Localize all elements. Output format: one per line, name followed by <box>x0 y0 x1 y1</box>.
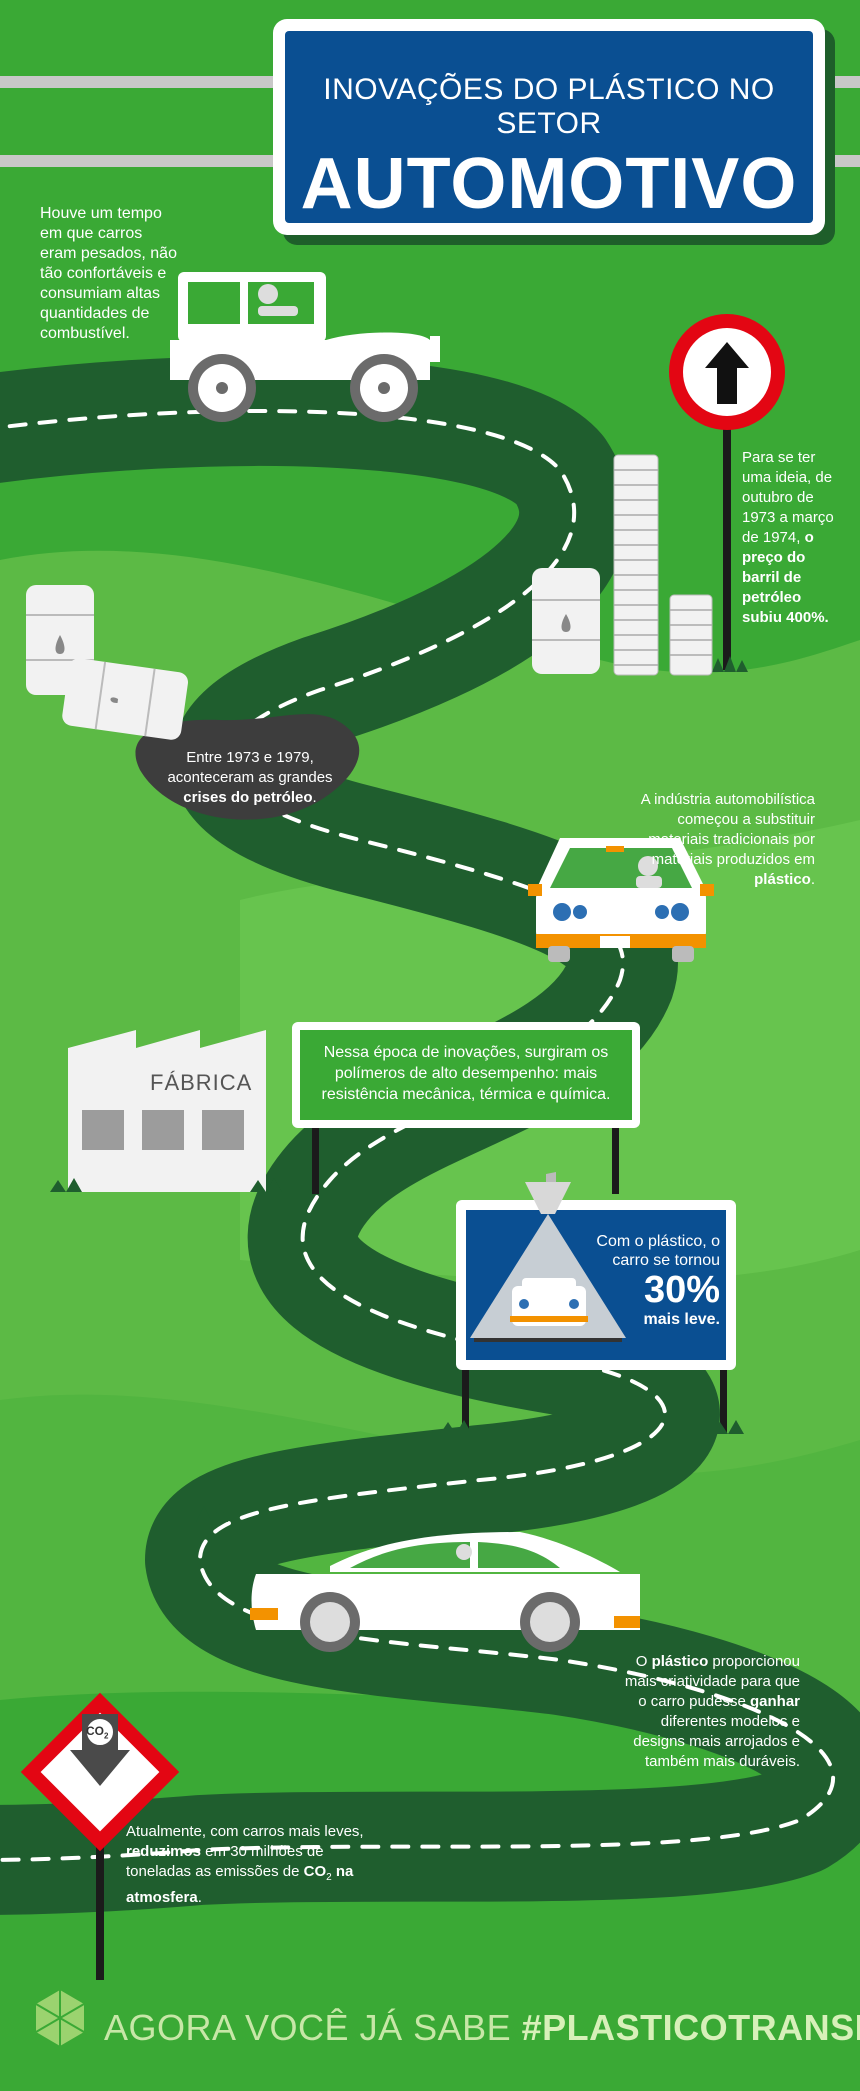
hexagon-logo-icon <box>35 1990 85 2046</box>
road-sign-arrow-icon <box>669 314 785 672</box>
grass-tuft <box>196 1504 228 1522</box>
oil-barrel-icon <box>532 568 600 674</box>
intro-text: Houve um tempo em que carros eram pesado… <box>40 205 177 342</box>
title-line-2: AUTOMOTIVO <box>300 144 798 224</box>
modern-car-icon <box>528 838 714 962</box>
polymers-billboard: Nessa época de inovações, surgiram os po… <box>292 1022 640 1128</box>
footer-tagline: AGORA VOCÊ JÁ SABE #PLASTICOTRANSFORMA <box>104 2007 860 2049</box>
creativity-text: O plástico proporcionou mais criatividad… <box>624 1653 800 1770</box>
footer-hashtag: #PLASTICOTRANSFORMA <box>521 2007 860 2048</box>
co2-icon-label: CO2 <box>86 1724 109 1741</box>
lighter-text: Com o plástico, o carro se tornou 30% ma… <box>560 1232 720 1329</box>
oil-price-text: Para se ter uma ideia, de outubro de 197… <box>742 449 834 626</box>
blue-billboard <box>440 1172 744 1434</box>
sedan-car-icon <box>250 1532 640 1652</box>
title-line-1: INOVAÇÕES DO PLÁSTICO NO SETOR <box>323 73 775 140</box>
industry-text: A indústria automobilística começou a su… <box>640 791 815 888</box>
oil-barrels-left <box>26 585 188 740</box>
title-panel: INOVAÇÕES DO PLÁSTICO NO SETOR AUTOMOTIV… <box>285 31 813 223</box>
factory-icon <box>50 1030 282 1192</box>
billboard-posts-green <box>312 1124 619 1194</box>
polymers-text: Nessa época de inovações, surgiram os po… <box>300 1030 632 1120</box>
oil-crisis-text: Entre 1973 e 1979, aconteceram as grande… <box>167 749 333 806</box>
lighter-percent: 30% <box>643 1269 720 1311</box>
title-sign: INOVAÇÕES DO PLÁSTICO NO SETOR AUTOMOTIV… <box>273 19 825 235</box>
emissions-text: Atualmente, com carros mais leves, reduz… <box>126 1823 364 1906</box>
lighter-suffix: mais leve. <box>643 1311 721 1328</box>
factory-label: FÁBRICA <box>150 1070 253 1095</box>
coin-lines <box>614 469 712 666</box>
oil-spill-icon <box>135 714 360 820</box>
old-car-icon <box>170 272 440 422</box>
